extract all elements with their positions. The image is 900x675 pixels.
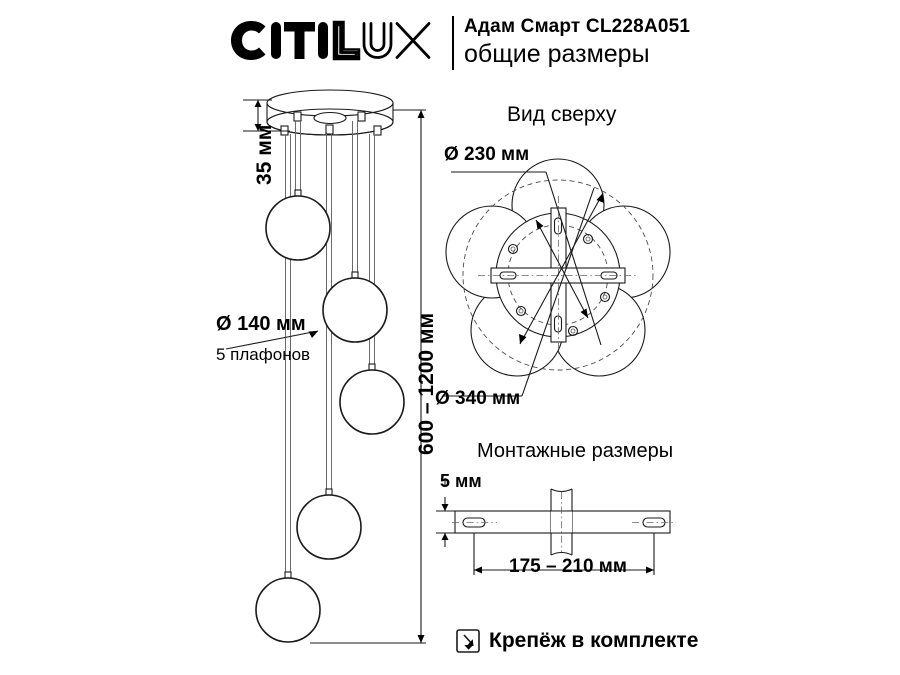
dim-drop-range: [310, 109, 426, 644]
top-view-dim-arrows: [442, 171, 604, 397]
globe-shade-4: [296, 494, 362, 560]
screw-holes: [507, 233, 611, 337]
box-arrow-down-right-icon: [456, 629, 480, 653]
globe-shade-1: [265, 195, 331, 261]
label-inner-diameter: Ø 230 мм: [444, 144, 530, 165]
mounting-bracket-cross: [478, 196, 638, 356]
label-shade-diameter: Ø 140 мм: [216, 313, 306, 335]
footer-note: Крепёж в комплекте: [489, 629, 699, 652]
globe-shade-3: [339, 369, 405, 435]
label-bracket-spread: 175 – 210 мм: [509, 556, 627, 577]
globe-shade-2: [322, 277, 388, 343]
globe-shade-5: [255, 577, 321, 643]
label-outer-diameter: Ø 340 мм: [435, 388, 521, 409]
product-name: Адам Смарт CL228A051: [464, 16, 691, 37]
citilux-logo: [228, 18, 438, 66]
label-drop-range: 600 – 1200 мм: [415, 312, 438, 455]
top-view-shades: [445, 158, 671, 377]
header-divider: [452, 16, 454, 70]
cable-outlets: [280, 111, 382, 136]
label-shade-count: 5 плафонов: [216, 345, 311, 364]
sheet-subtitle: общие размеры: [464, 40, 650, 68]
label-bracket-thickness: 5 мм: [440, 471, 482, 491]
ceiling-canopy: [266, 89, 394, 136]
label-canopy-height: 35 мм: [253, 124, 276, 185]
mount-view-title: Монтажные размеры: [477, 440, 674, 462]
globe-shades: [255, 195, 405, 643]
top-view-title: Вид сверху: [507, 103, 617, 126]
top-view-diagram: [442, 158, 671, 397]
